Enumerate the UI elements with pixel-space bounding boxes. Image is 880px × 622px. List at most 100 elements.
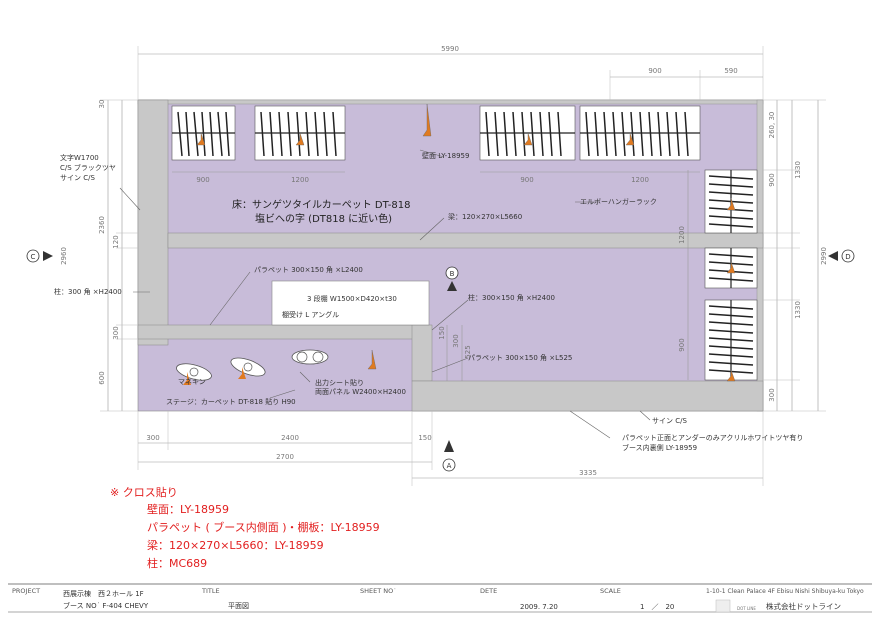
annotation-labels: 文字W1700 C/S ブラックツヤ サイン C/S 柱：300 角 ×H240… bbox=[54, 151, 803, 452]
tb-sheet-value: 1 ／ 20 bbox=[640, 603, 674, 611]
cloth-note-line2: パラペット ( ブース内側面 )・棚板：LY-18959 bbox=[147, 520, 380, 534]
tb-date-value: 2009. 7.20 bbox=[520, 603, 558, 611]
dim-left-2960: 2960 bbox=[60, 247, 68, 265]
cloth-note-line3: 梁：120×270×L5660：LY-18959 bbox=[147, 538, 324, 552]
cloth-notes-title: ※ クロス貼り bbox=[110, 485, 178, 499]
dim-right-900a: 900 bbox=[768, 173, 776, 186]
hanger-rack bbox=[704, 299, 758, 381]
dim-right-1330a: 1330 bbox=[794, 161, 802, 179]
dim-right-260-30: 260, 30 bbox=[768, 112, 776, 139]
dim-rack-900b: 900 bbox=[520, 176, 533, 184]
dim-right-1330b: 1330 bbox=[794, 301, 802, 319]
wall-right bbox=[756, 99, 764, 412]
marker-d-label: D bbox=[845, 253, 850, 261]
tb-sheet-label: SHEET NO˙ bbox=[360, 587, 397, 595]
hanger-rack bbox=[479, 105, 576, 161]
label-shelf: 3 段棚 W1500×D420×t30 bbox=[307, 294, 397, 303]
dim-rack-1200b: 1200 bbox=[631, 176, 649, 184]
section-marker-b: B bbox=[445, 266, 459, 291]
label-parapet-525: パラペット 300×150 角 ×L525 bbox=[468, 353, 572, 362]
dim-bottom-2400: 2400 bbox=[281, 434, 299, 442]
label-pillar-left: 柱：300 角 ×H2400 bbox=[54, 287, 122, 296]
shelf-unit bbox=[271, 280, 430, 326]
label-output-sheet: 出力シート貼り bbox=[315, 378, 364, 387]
label-cs-black: C/S ブラックツヤ bbox=[60, 163, 116, 172]
label-facade-panel: 両面パネル W2400×H2400 bbox=[315, 388, 406, 396]
tb-project-1: 西展示棟 西２ホール 1F bbox=[63, 589, 144, 598]
tb-address: 1-10-1 Clean Palace 4F Ebisu Nishi Shibu… bbox=[706, 588, 864, 595]
leader-lines bbox=[119, 149, 651, 439]
hanger-racks bbox=[171, 103, 758, 382]
wall-top bbox=[137, 99, 764, 105]
dim-left-300: 300 bbox=[112, 326, 120, 339]
cloth-note-line1: 壁面：LY-18959 bbox=[147, 502, 229, 516]
logo-text: DOT LINE bbox=[737, 606, 756, 611]
label-parapet-2400: パラペット 300×150 角 ×L2400 bbox=[254, 265, 363, 274]
label-floor-carpet: 床：サンゲツタイルカーペット DT-818 bbox=[232, 198, 410, 211]
dim-top-900: 900 bbox=[648, 67, 661, 75]
dim-top-total: 5990 bbox=[441, 45, 459, 53]
label-text-w1700: 文字W1700 bbox=[60, 153, 99, 162]
dim-left-2360: 2360 bbox=[98, 216, 106, 234]
mannequins bbox=[176, 349, 329, 385]
dim-bottom-150: 150 bbox=[418, 434, 431, 442]
marker-a-label: A bbox=[447, 462, 452, 470]
tb-company: 株式会社ドットライン bbox=[766, 601, 841, 611]
dim-rack-1200a: 1200 bbox=[291, 176, 309, 184]
tb-title-value: 平面図 bbox=[228, 602, 249, 610]
section-marker-c: C bbox=[26, 249, 53, 263]
dim-right-900b: 900 bbox=[678, 338, 686, 351]
mannequin-icon bbox=[176, 363, 212, 385]
title-block: PROJECT 西展示棟 西２ホール 1F ブース NO˙ F-404 CHEV… bbox=[8, 583, 872, 613]
label-beam: 梁：120×270×L5660 bbox=[448, 212, 522, 221]
ceiling-beam bbox=[167, 232, 764, 249]
dim-bottom-2700: 2700 bbox=[276, 453, 294, 461]
dim-right-300: 300 bbox=[768, 388, 776, 401]
label-parapet-note-2: ブース内裏側 LY-18959 bbox=[622, 443, 697, 452]
tb-title-label: TITLE bbox=[201, 587, 220, 595]
parapet-bottom bbox=[411, 380, 764, 412]
dim-left-120: 120 bbox=[112, 235, 120, 248]
dimension-labels: 5990 900 590 900 1200 900 1200 30 2360 1… bbox=[60, 45, 828, 477]
label-parapet-note-1: パラペット正面とアンダーのみアクリルホワイトツヤ有り bbox=[622, 433, 803, 442]
tb-project-label: PROJECT bbox=[12, 587, 40, 595]
dim-top-590: 590 bbox=[724, 67, 737, 75]
label-floor-vinyl: 塩ビへの字 (DT818 に近い色) bbox=[255, 212, 392, 225]
dim-bottom-3335: 3335 bbox=[579, 469, 597, 477]
mannequin-icon bbox=[230, 357, 266, 379]
section-markers: A B C D bbox=[26, 249, 855, 472]
marker-c-label: C bbox=[31, 253, 36, 261]
cloth-note-line4: 柱：MC689 bbox=[147, 556, 207, 570]
mannequin-icon bbox=[291, 349, 329, 365]
hanger-rack bbox=[579, 105, 701, 161]
label-stage: ステージ：カーペット DT-818 貼り H90 bbox=[166, 397, 296, 406]
section-marker-a: A bbox=[442, 440, 456, 472]
dim-left-600: 600 bbox=[98, 371, 106, 384]
tb-project-2: ブース NO˙ F-404 CHEVY bbox=[63, 601, 149, 610]
cloth-notes: ※ クロス貼り 壁面：LY-18959 パラペット ( ブース内側面 )・棚板：… bbox=[110, 485, 380, 570]
label-pillar-center: 柱：300×150 角 ×H2400 bbox=[468, 293, 555, 302]
dim-right-2990: 2990 bbox=[820, 247, 828, 265]
dim-inner-300: 300 bbox=[452, 334, 460, 347]
label-elbow-rack: エルボーハンガーラック bbox=[580, 197, 657, 206]
marker-b-label: B bbox=[450, 270, 455, 278]
dimension-lines bbox=[100, 46, 826, 486]
pillar-center bbox=[411, 324, 433, 382]
label-sign-cs-left: サイン C/S bbox=[60, 174, 95, 182]
label-shelf-angle: 棚受け L アングル bbox=[282, 310, 339, 319]
company-logo: DOT LINE bbox=[715, 599, 756, 613]
tb-date-label: DETE bbox=[480, 587, 497, 595]
section-marker-d: D bbox=[828, 249, 855, 263]
label-wall-ly: 壁面 LY-18959 bbox=[422, 151, 469, 160]
wall-left bbox=[137, 99, 169, 346]
lamp-icons bbox=[196, 103, 736, 382]
dim-rack-900a: 900 bbox=[196, 176, 209, 184]
parapet-left bbox=[137, 324, 429, 340]
label-sign-cs-bottom: サイン C/S bbox=[652, 417, 687, 425]
dim-inner-525: 525 bbox=[464, 345, 472, 358]
dim-left-30: 30 bbox=[98, 100, 106, 109]
tb-scale-label: SCALE bbox=[600, 587, 621, 595]
dim-bottom-300: 300 bbox=[146, 434, 159, 442]
dim-right-1200: 1200 bbox=[678, 226, 686, 244]
